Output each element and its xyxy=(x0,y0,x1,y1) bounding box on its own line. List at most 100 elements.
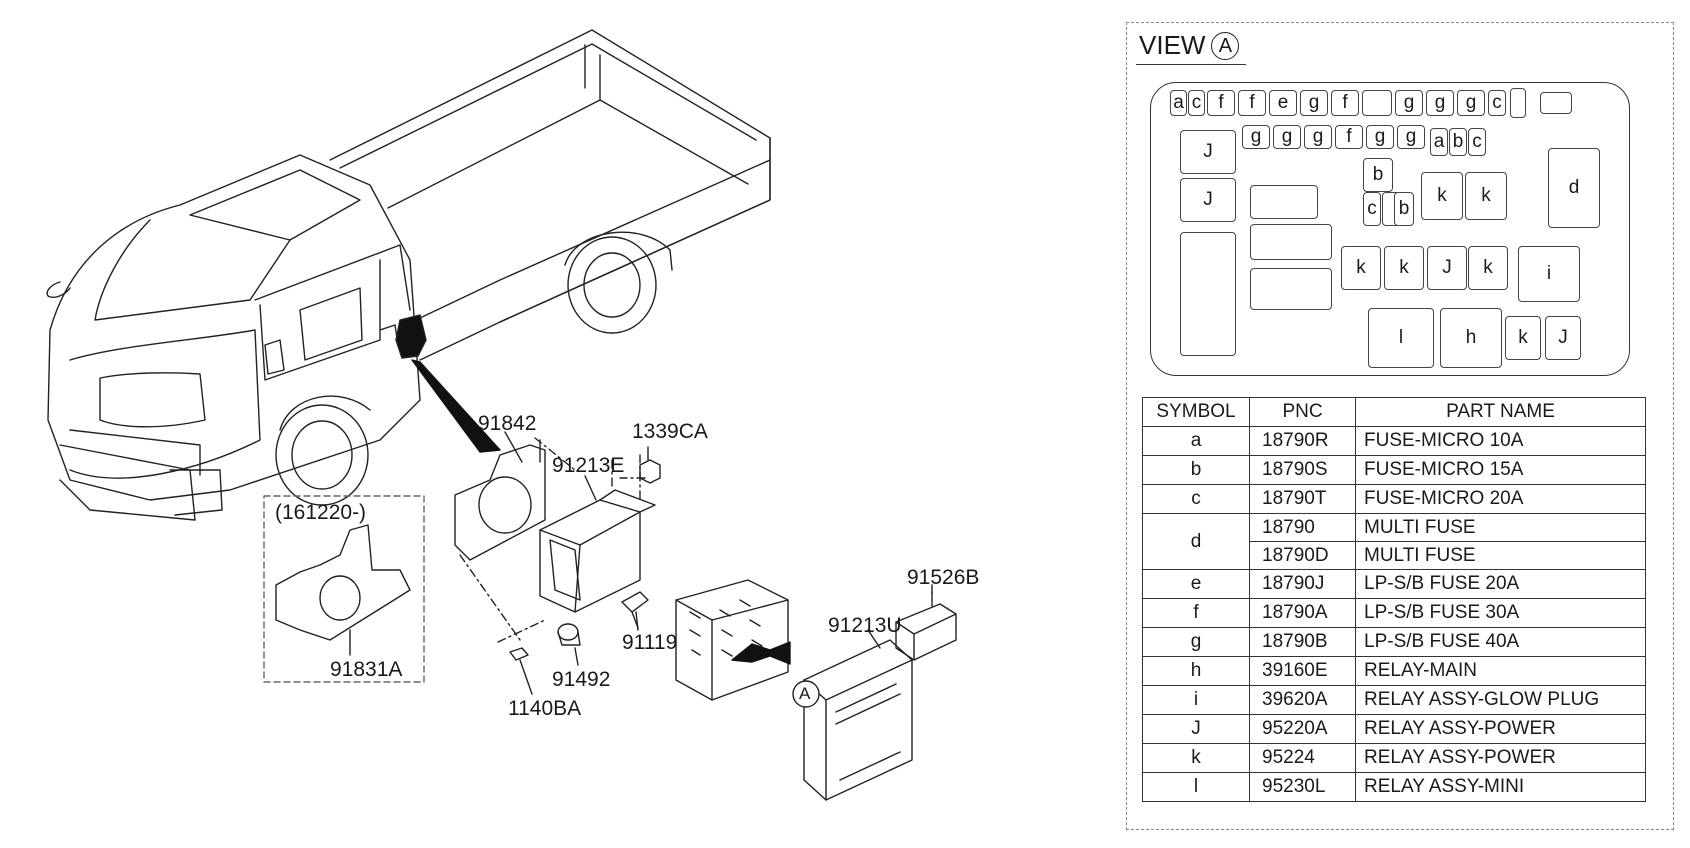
fuse-slot: k xyxy=(1421,172,1463,220)
fuse-slot: g xyxy=(1395,90,1423,116)
cell-part-name: MULTI FUSE xyxy=(1355,541,1646,570)
fuse-slot: d xyxy=(1548,148,1600,228)
callout-91526B: 91526B xyxy=(907,566,980,589)
callout-91842: 91842 xyxy=(478,412,537,435)
callout-91119: 91119 xyxy=(622,631,678,654)
cell-part-name: FUSE-MICRO 15A xyxy=(1355,455,1646,485)
cell-symbol: c xyxy=(1142,484,1250,514)
fuse-slot: a xyxy=(1170,90,1187,116)
relay-holder-91526B-drawing xyxy=(895,591,957,661)
fuse-slot: J xyxy=(1427,246,1467,290)
fuse-slot: f xyxy=(1207,90,1235,116)
cell-symbol: b xyxy=(1142,455,1250,485)
cover-91213U-drawing xyxy=(803,639,913,801)
fuse-slot: J xyxy=(1180,130,1236,174)
truck-illustration xyxy=(46,29,771,521)
table-header-row: SYMBOL PNC PART NAME xyxy=(1142,397,1646,427)
fuse-slot: g xyxy=(1366,125,1394,149)
cell-part-name: LP-S/B FUSE 40A xyxy=(1355,627,1646,657)
fuse-slot: c xyxy=(1468,128,1486,156)
view-title-text: VIEW xyxy=(1139,30,1206,60)
fuse-slot: g xyxy=(1457,90,1485,116)
alternate-part-frame xyxy=(263,495,425,683)
cell-pnc: 95230L xyxy=(1249,772,1356,802)
cell-pnc: 18790J xyxy=(1249,569,1356,599)
leader-91213E xyxy=(584,475,597,501)
fuse-slot: g xyxy=(1397,125,1425,149)
fuse-slot xyxy=(1250,268,1332,310)
fuse-slot: k xyxy=(1384,246,1424,290)
fuse-slot: b xyxy=(1449,128,1467,156)
view-title-marker: A xyxy=(1211,32,1240,60)
cell-part-name: RELAY-MAIN xyxy=(1355,656,1646,686)
header-symbol: SYMBOL xyxy=(1142,397,1250,427)
fuse-slot: b xyxy=(1394,192,1414,226)
leader-91842 xyxy=(504,431,523,463)
header-pnc: PNC xyxy=(1249,397,1356,427)
cell-symbol: h xyxy=(1142,656,1250,686)
cell-symbol: e xyxy=(1142,569,1250,599)
cell-symbol: k xyxy=(1142,743,1250,773)
cell-part-name: RELAY ASSY-POWER xyxy=(1355,743,1646,773)
fuse-slot: i xyxy=(1518,246,1580,302)
cell-pnc: 18790D xyxy=(1249,541,1356,570)
clip-91119-drawing xyxy=(621,591,649,629)
bolt-1140BA-drawing xyxy=(497,619,546,695)
fuse-slot: h xyxy=(1440,308,1502,368)
fuse-slot xyxy=(1250,185,1318,219)
bracket-91842-drawing xyxy=(454,437,576,641)
cell-part-name: RELAY ASSY-POWER xyxy=(1355,714,1646,744)
fuse-slot xyxy=(1250,224,1332,260)
fuse-slot: c xyxy=(1363,192,1381,226)
fuse-slot: b xyxy=(1363,158,1393,192)
cell-symbol: d xyxy=(1142,513,1250,570)
cell-part-name: MULTI FUSE xyxy=(1355,513,1646,542)
cell-pnc: 39620A xyxy=(1249,685,1356,715)
fuse-slot xyxy=(1362,90,1392,116)
view-title-underline xyxy=(1136,64,1246,65)
leader-91213U xyxy=(867,629,881,649)
location-leader xyxy=(411,359,501,453)
cell-part-name: LP-S/B FUSE 30A xyxy=(1355,598,1646,628)
view-a-panel xyxy=(1126,22,1674,830)
box-91213E-drawing xyxy=(539,454,656,613)
view-marker-circle xyxy=(792,680,820,708)
callout-date-range: (161220-) xyxy=(275,501,367,524)
leader-91119 xyxy=(635,611,639,631)
fuse-slot: g xyxy=(1300,90,1328,116)
callout-91492: 91492 xyxy=(552,668,611,691)
cell-pnc: 18790A xyxy=(1249,598,1356,628)
fuse-slot xyxy=(1540,92,1572,114)
header-part-name: PART NAME xyxy=(1355,397,1646,427)
fuse-slot: f xyxy=(1238,90,1266,116)
callout-91831A: 91831A xyxy=(330,658,403,681)
fuse-box-layout xyxy=(1150,82,1630,376)
fuse-slot: g xyxy=(1273,125,1301,149)
cell-pnc: 95220A xyxy=(1249,714,1356,744)
cell-symbol: l xyxy=(1142,772,1250,802)
fuse-slot: c xyxy=(1188,90,1205,116)
view-direction-arrow xyxy=(731,641,791,665)
fuse-slot: k xyxy=(1468,246,1508,290)
cell-pnc: 39160E xyxy=(1249,656,1356,686)
fuse-slot: l xyxy=(1368,308,1434,368)
junction-block-drawing xyxy=(675,579,789,701)
cell-part-name: LP-S/B FUSE 20A xyxy=(1355,569,1646,599)
fuse-box-location-marker xyxy=(395,314,427,359)
cell-pnc: 18790B xyxy=(1249,627,1356,657)
fuse-slot: k xyxy=(1465,172,1507,220)
fuse-slot xyxy=(1180,232,1236,356)
exploded-parts-diagram xyxy=(46,29,957,801)
